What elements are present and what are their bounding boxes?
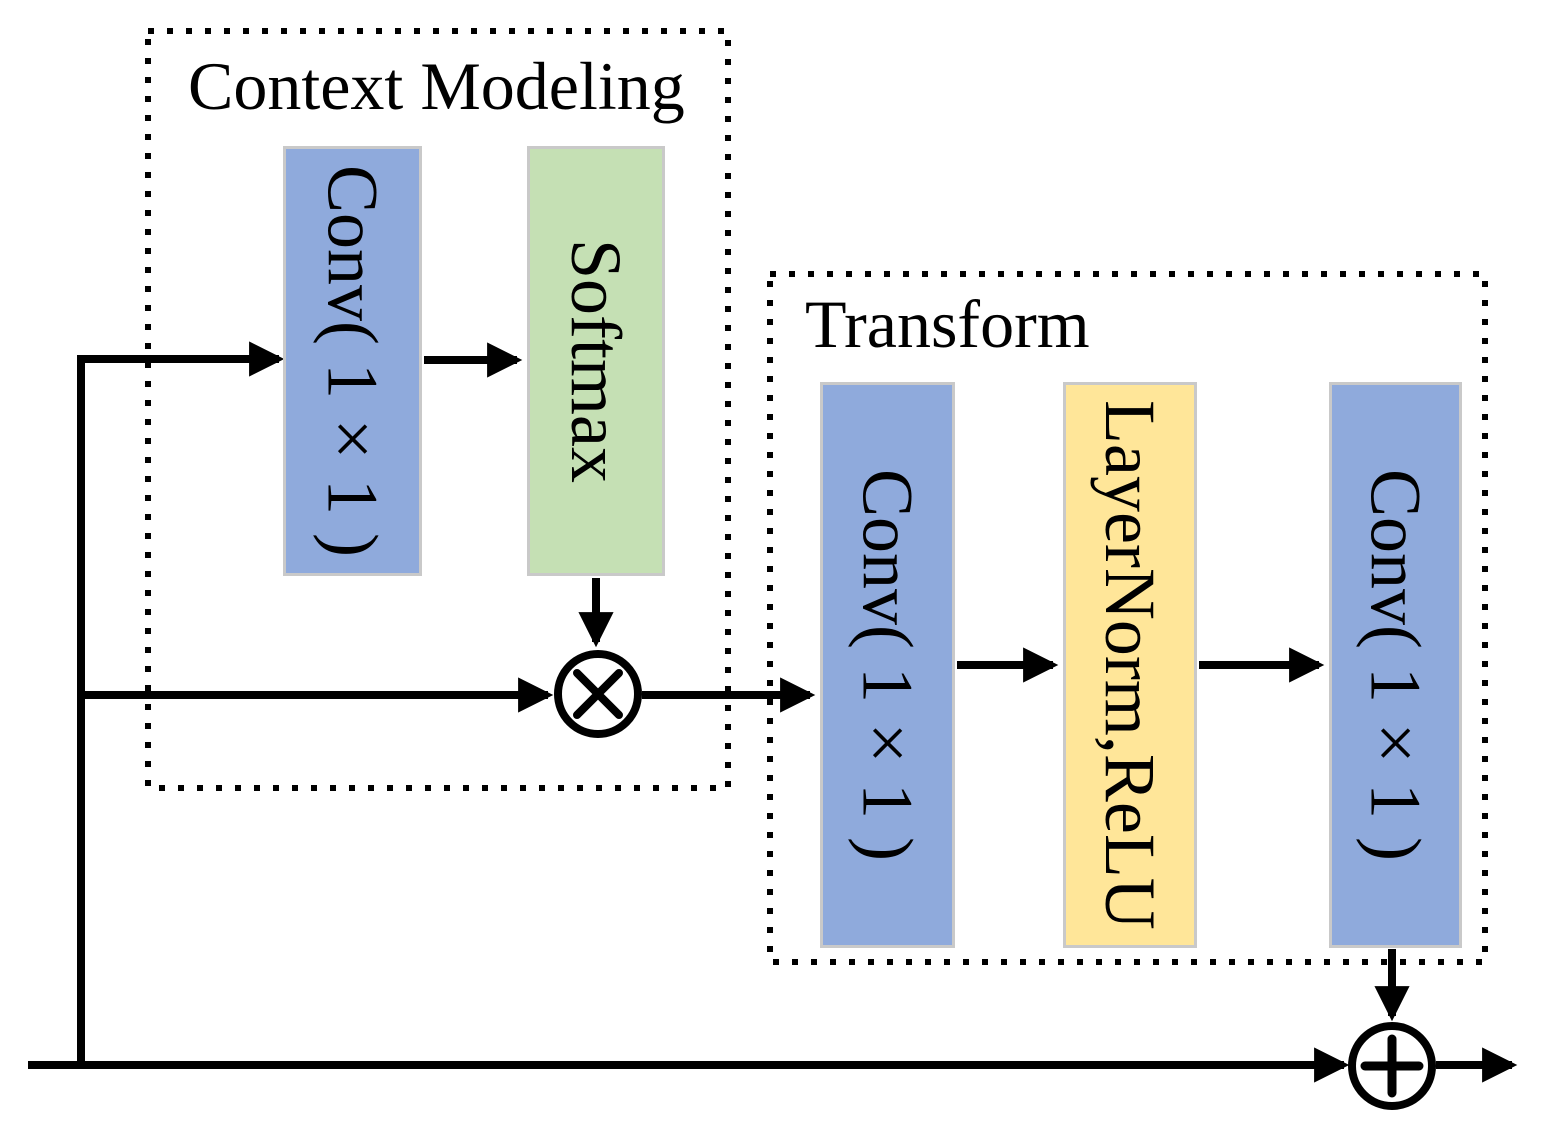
multiply-icon [573,669,623,719]
layernorm-relu-label: LayerNorm,ReLU [1090,400,1170,930]
transform-conv-1x1-block-2: Conv( 1×1 ) [1329,382,1462,948]
softmax-label: Softmax [556,239,636,483]
add-icon [1360,1034,1424,1098]
transform-conv-1x1-label-2: Conv( 1×1 ) [1355,469,1436,861]
context-conv-1x1-label: Conv( 1×1 ) [312,165,393,557]
multiply-operator-node [554,650,642,738]
transform-conv-1x1-label-1: Conv( 1×1 ) [847,469,928,861]
transform-label: Transform [805,286,1090,362]
add-operator-node [1348,1022,1436,1110]
context-modeling-label: Context Modeling [188,48,685,124]
softmax-block: Softmax [527,146,665,576]
context-conv-1x1-block: Conv( 1×1 ) [283,146,422,576]
context-modeling-box-border [145,28,731,791]
layernorm-relu-block: LayerNorm,ReLU [1063,382,1197,948]
transform-conv-1x1-block-1: Conv( 1×1 ) [820,382,955,948]
